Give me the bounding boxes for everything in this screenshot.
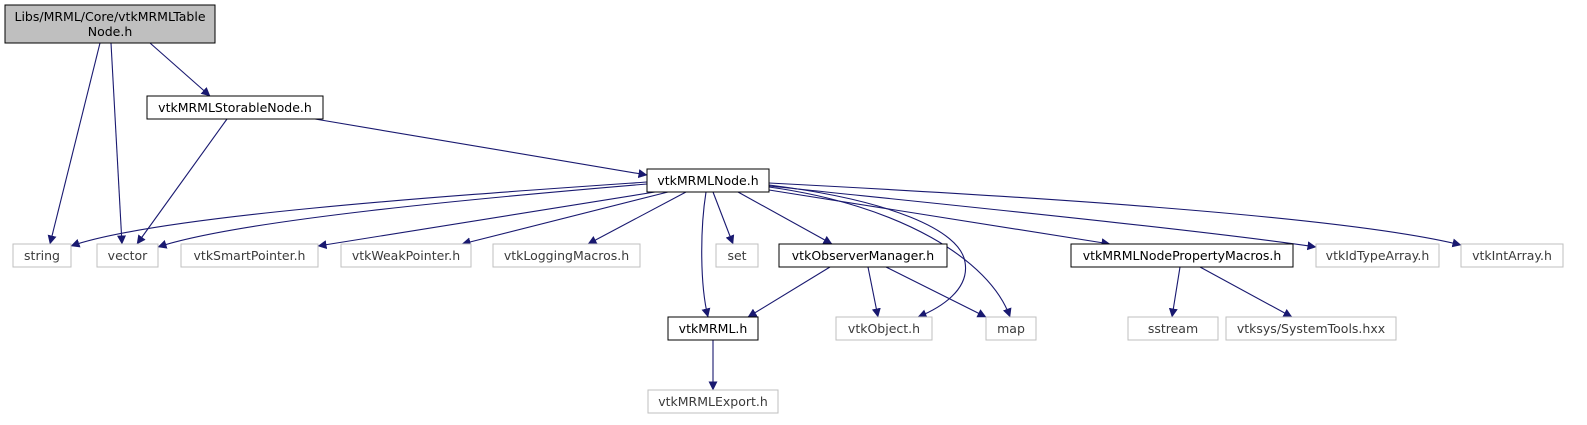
edge-mrmlnode-map [768, 186, 1012, 318]
node-label-weakptr: vtkWeakPointer.h [352, 248, 460, 263]
node-box-sstream [1127, 316, 1219, 341]
node-label-string: string [24, 248, 60, 263]
node-box-mrmlnode [646, 168, 770, 193]
node-label-sstream: sstream [1148, 321, 1198, 336]
node-string: string [12, 243, 72, 268]
edge-mrmlnode-intarray [768, 182, 1462, 248]
node-label-intarray: vtkIntArray.h [1472, 248, 1552, 263]
node-box-idtype [1315, 243, 1440, 268]
node-box-propmacros [1070, 243, 1294, 268]
edge-mrmlnode-observer [737, 191, 833, 245]
edge-mrmlnode-mrmlh [701, 191, 711, 318]
node-systemtools: vtksys/SystemTools.hxx [1225, 316, 1397, 341]
edge-mrmlnode-string [70, 181, 648, 248]
node-label-smartptr: vtkSmartPointer.h [194, 248, 306, 263]
node-label-observer: vtkObserverManager.h [792, 248, 934, 263]
node-label-vtkobject: vtkObject.h [848, 321, 920, 336]
node-box-string [12, 243, 72, 268]
node-label-storable: vtkMRMLStorableNode.h [158, 100, 312, 115]
node-label-vector: vector [108, 248, 149, 263]
node-label-map: map [997, 321, 1025, 336]
node-sstream: sstream [1127, 316, 1219, 341]
node-vtkobject: vtkObject.h [835, 316, 933, 341]
node-label-logging: vtkLoggingMacros.h [504, 248, 629, 263]
node-box-root [4, 4, 216, 44]
edge-root-string [47, 42, 101, 245]
node-intarray: vtkIntArray.h [1460, 243, 1564, 268]
edge-mrmlnode-vector [157, 183, 648, 249]
node-weakptr: vtkWeakPointer.h [340, 243, 472, 268]
node-label-systemtools: vtksys/SystemTools.hxx [1237, 321, 1385, 336]
node-set: set [715, 243, 759, 268]
edge-mrmlnode-propmacros [768, 189, 1111, 248]
edge-storable-vector [136, 118, 228, 245]
node-map: map [985, 316, 1037, 341]
edge-mrmlnode-set [712, 191, 735, 245]
node-label-idtype: vtkIdTypeArray.h [1326, 248, 1430, 263]
node-mrmlnode[interactable]: vtkMRMLNode.h [646, 168, 770, 193]
node-label-export: vtkMRMLExport.h [658, 394, 768, 409]
node-label-mrmlh: vtkMRML.h [679, 321, 748, 336]
node-box-logging [492, 243, 641, 268]
node-storable[interactable]: vtkMRMLStorableNode.h [146, 95, 324, 120]
node-box-systemtools [1225, 316, 1397, 341]
node-label-root: Libs/MRML/Core/vtkMRMLTable [14, 9, 205, 24]
node-box-export [647, 389, 779, 414]
edge-root-vector [110, 42, 127, 245]
edge-mrmlnode-idtype [768, 185, 1317, 251]
node-observer[interactable]: vtkObserverManager.h [778, 243, 948, 268]
edge-propmacros-sstream [1168, 266, 1181, 318]
node-mrmlh[interactable]: vtkMRML.h [667, 316, 759, 341]
node-box-set [715, 243, 759, 268]
node-box-storable [146, 95, 324, 120]
edge-observer-map [885, 266, 987, 318]
node-idtype: vtkIdTypeArray.h [1315, 243, 1440, 268]
node-label-set: set [727, 248, 746, 263]
node-export: vtkMRMLExport.h [647, 389, 779, 414]
edge-storable-mrmlnode [314, 118, 648, 179]
node-box-observer [778, 243, 948, 268]
node-box-mrmlh [667, 316, 759, 341]
edge-mrmlnode-logging [587, 191, 687, 245]
node-vector: vector [96, 243, 159, 268]
node-box-vector [96, 243, 159, 268]
node-box-intarray [1460, 243, 1564, 268]
node-box-smartptr [180, 243, 319, 268]
node-smartptr: vtkSmartPointer.h [180, 243, 319, 268]
node-label-root: Node.h [88, 24, 133, 39]
node-box-weakptr [340, 243, 472, 268]
edge-mrmlnode-vtkobject [768, 184, 967, 318]
node-label-mrmlnode: vtkMRMLNode.h [657, 173, 758, 188]
node-label-propmacros: vtkMRMLNodePropertyMacros.h [1083, 248, 1282, 263]
edge-observer-vtkobject [867, 266, 881, 318]
node-propmacros[interactable]: vtkMRMLNodePropertyMacros.h [1070, 243, 1294, 268]
node-box-vtkobject [835, 316, 933, 341]
edge-observer-mrmlh [747, 266, 831, 318]
edges-layer [47, 42, 1462, 391]
edge-propmacros-systemtools [1199, 266, 1293, 318]
edge-mrmlnode-weakptr [461, 191, 669, 247]
node-box-map [985, 316, 1037, 341]
edge-mrmlnode-smartptr [317, 191, 656, 250]
node-logging: vtkLoggingMacros.h [492, 243, 641, 268]
edge-root-storable [149, 42, 211, 97]
